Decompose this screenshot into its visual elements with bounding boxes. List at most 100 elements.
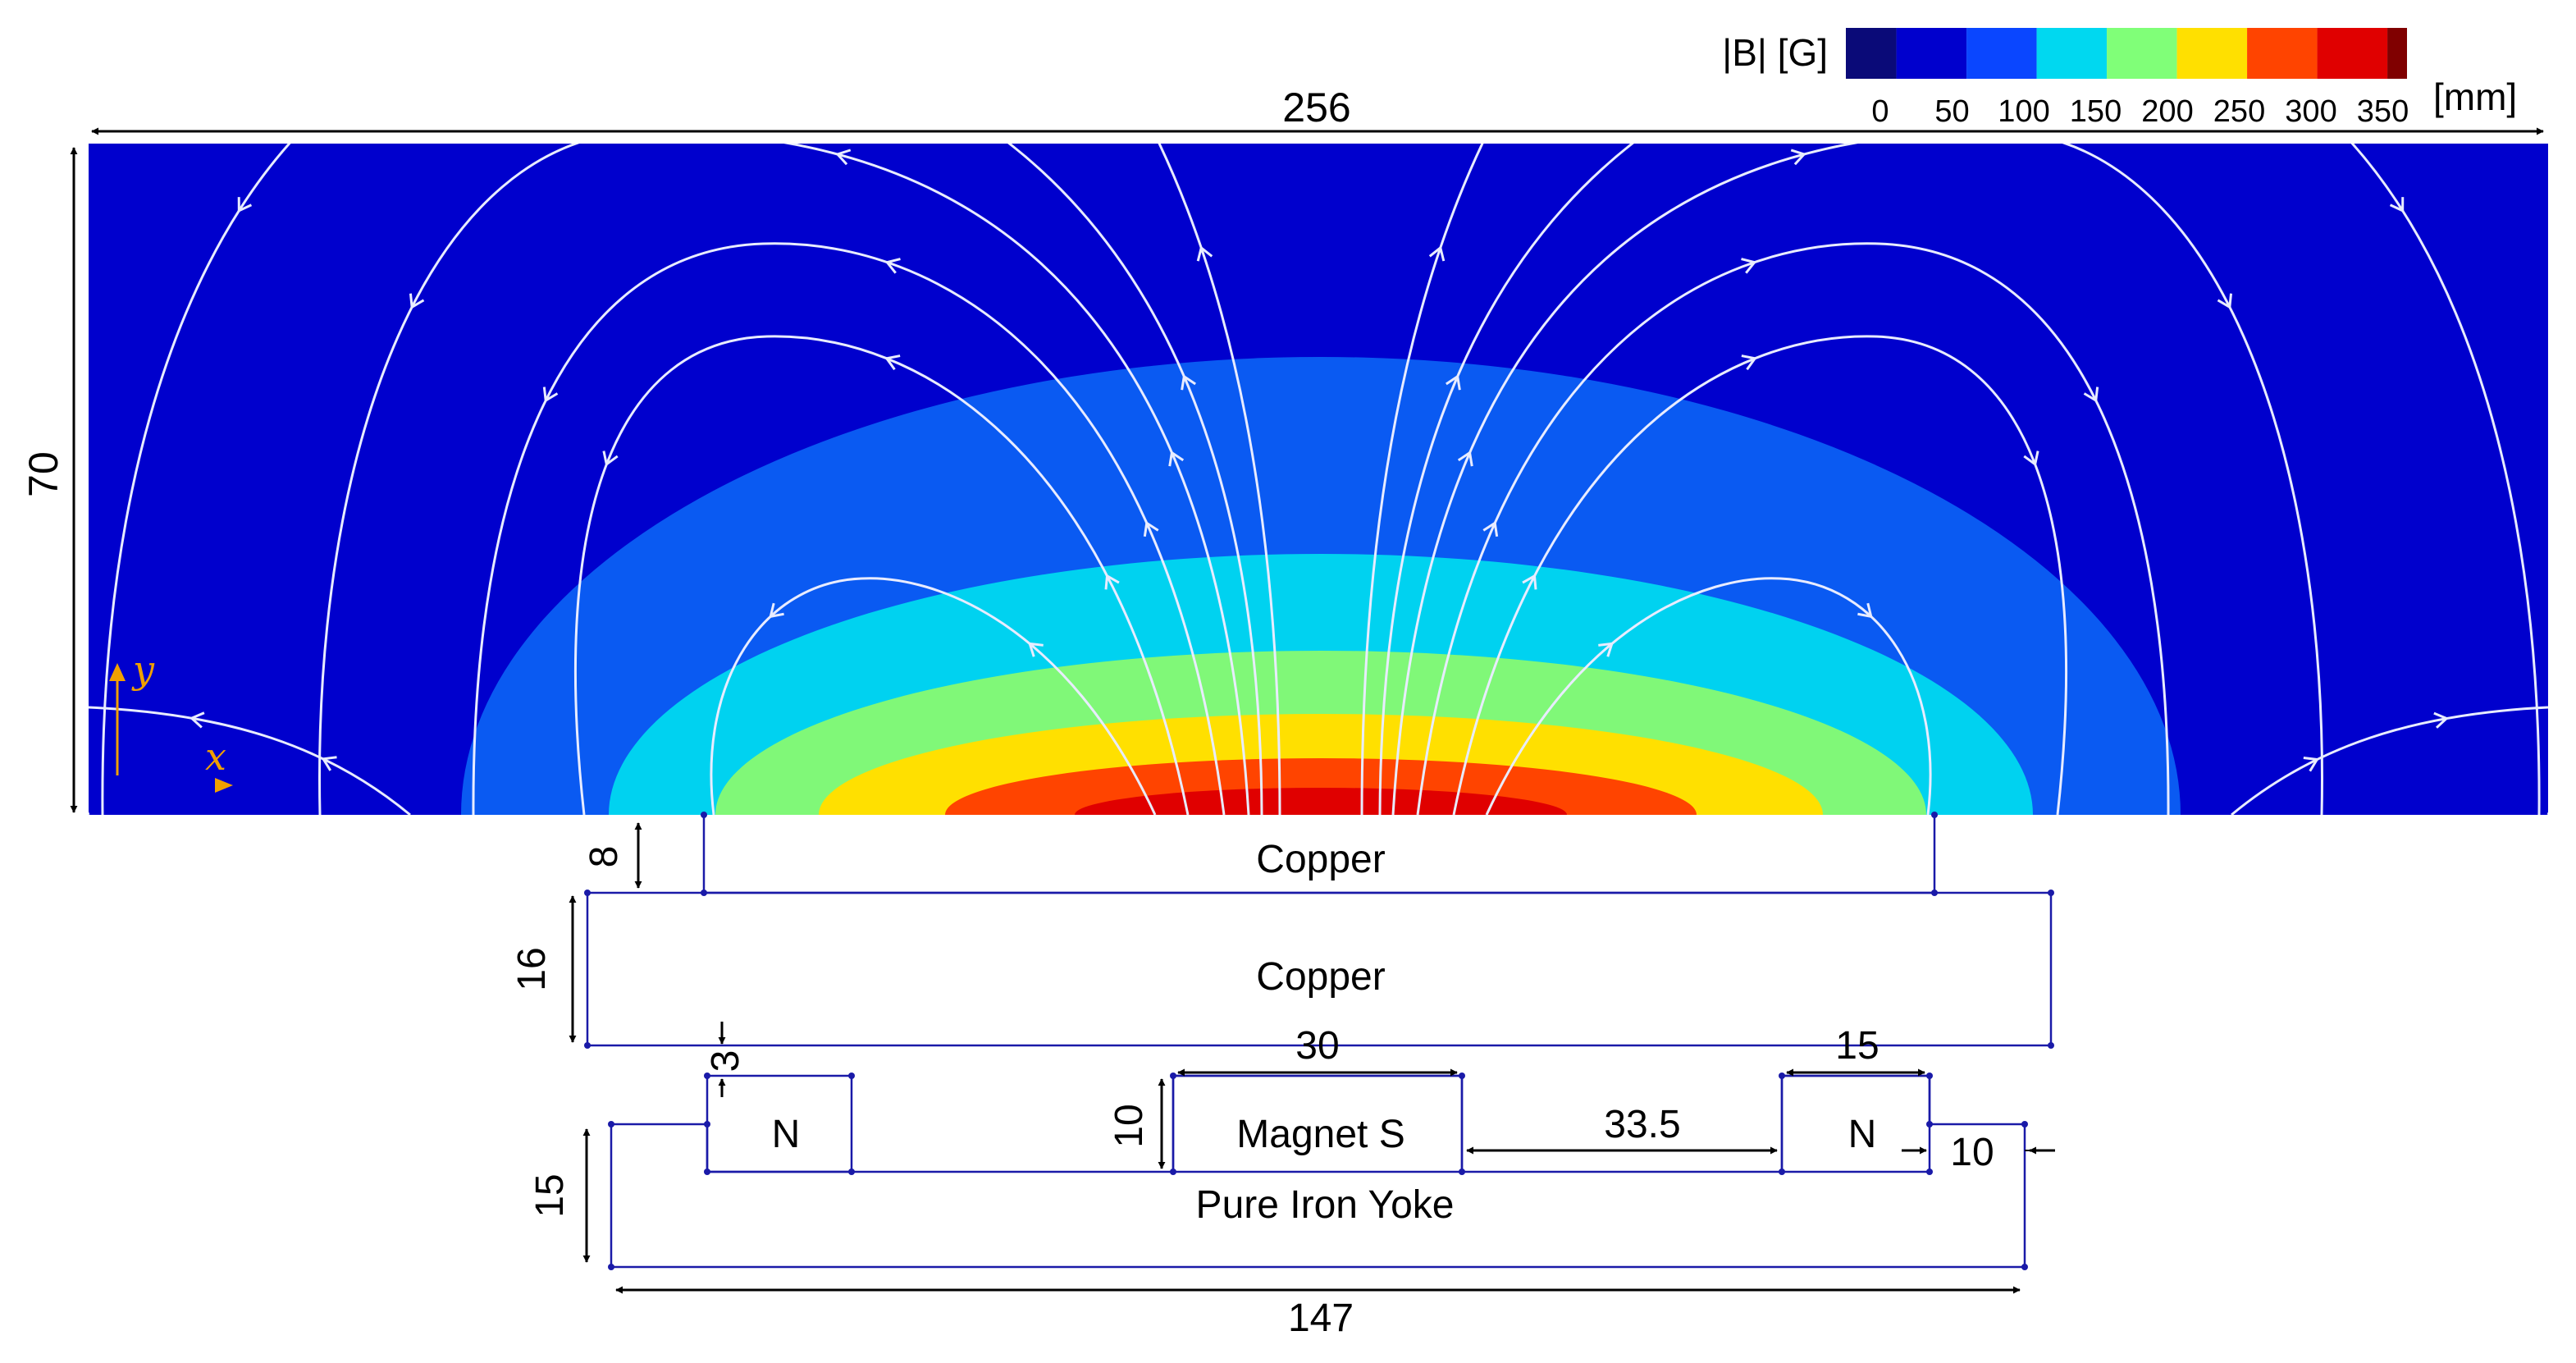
colorbar-swatch <box>1896 28 1967 79</box>
copper-bottom-label: Copper <box>1256 955 1385 999</box>
schematic-vertex <box>1779 1073 1785 1079</box>
colorbar-tick-label: 50 <box>1934 94 1969 129</box>
streamline <box>89 144 1281 815</box>
field-streamlines <box>89 144 2548 815</box>
streamline-arrow <box>321 756 337 771</box>
schematic-vertex <box>704 1121 710 1127</box>
schematic-vertex <box>584 1042 591 1049</box>
magnet-height-dimension: 10 <box>1108 1104 1151 1147</box>
streamline <box>573 335 1190 815</box>
colorbar-tick-label: 250 <box>2213 94 2265 129</box>
streamline-arrow <box>2023 451 2039 467</box>
schematic-vertex <box>704 1073 710 1079</box>
streamline-arrow <box>1168 451 1185 467</box>
colorbar-swatch <box>2317 28 2388 79</box>
streamline <box>1485 577 1932 815</box>
streamline <box>472 242 1226 815</box>
streamline-arrow <box>1181 374 1196 391</box>
colorbar-tick-label: 150 <box>2070 94 2122 129</box>
streamline-arrow <box>409 293 425 309</box>
schematic-vertex <box>1931 812 1938 818</box>
streamline-arrow <box>2217 293 2233 309</box>
streamline <box>101 144 1263 815</box>
schematic-vertex <box>701 812 707 818</box>
schematic-vertex <box>1459 1073 1465 1079</box>
streamline <box>1416 242 2170 815</box>
colorbar-swatch <box>2247 28 2318 79</box>
schematic-vertex <box>2021 1121 2028 1127</box>
streamline-arrow <box>542 386 559 403</box>
colorbar-title: |B| [G] <box>1722 31 1828 74</box>
streamline <box>1391 144 2323 815</box>
unit-label: [mm] <box>2433 75 2517 118</box>
colorbar-swatch <box>2176 28 2248 79</box>
streamline-arrow <box>1446 374 1461 391</box>
streamline-arrow <box>1741 354 1757 371</box>
streamline-arrow <box>602 451 619 467</box>
schematic-dimension-lines <box>569 822 2055 1294</box>
streamline-arrow <box>1104 574 1120 590</box>
streamline-arrow <box>1028 642 1044 657</box>
streamline <box>1378 144 2541 815</box>
streamline <box>1452 335 2068 815</box>
streamline-arrows <box>189 149 2449 772</box>
streamline-arrow <box>2433 711 2449 729</box>
streamline <box>318 144 1250 815</box>
colorbar-tick-label: 100 <box>1998 94 2049 129</box>
streamline-arrow <box>1741 258 1757 274</box>
schematic-vertex <box>1779 1169 1785 1175</box>
schematic-vertex <box>848 1073 855 1079</box>
yoke-height-dimension: 15 <box>528 1173 572 1217</box>
streamline-arrow <box>189 711 205 729</box>
colorbar-swatch <box>2387 28 2407 79</box>
schematic-vertex <box>1170 1169 1176 1175</box>
schematic-vertex <box>1459 1169 1465 1175</box>
field-band-350 <box>1075 788 1567 815</box>
colorbar-tick-label: 200 <box>2141 94 2193 129</box>
schematic-vertex <box>584 890 591 896</box>
copper-plate-thick <box>586 891 2053 1047</box>
schematic-vertex <box>1926 1121 1933 1127</box>
colorbar-swatch <box>1846 28 1897 79</box>
colorbar-tick-label: 350 <box>2357 94 2409 129</box>
field-dimension-lines <box>70 127 2544 813</box>
width-dimension-label: 256 <box>1282 85 1350 130</box>
copper-top-label: Copper <box>1256 838 1385 881</box>
colorbar-swatch <box>2036 28 2108 79</box>
pole-width-dimension: 15 <box>1835 1024 1879 1068</box>
streamline <box>1360 144 2548 815</box>
streamline-arrow <box>884 354 901 371</box>
streamline-arrow <box>1482 520 1499 537</box>
streamline-arrow <box>237 197 253 213</box>
schematic-vertex <box>608 1264 614 1270</box>
streamline-arrow <box>1457 451 1473 467</box>
streamline <box>710 577 1157 815</box>
streamline-arrow <box>1598 642 1614 657</box>
streamline <box>2231 706 2548 815</box>
magnet-spacing-dimension: 33.5 <box>1604 1103 1680 1146</box>
schematic-vertex <box>2048 1042 2054 1049</box>
schematic-vertex <box>1931 890 1938 896</box>
streamline-arrow <box>2389 197 2405 213</box>
axes-indicator: y x <box>109 647 233 793</box>
streamline-arrow <box>1857 602 1873 619</box>
schematic-vertices <box>584 812 2054 1270</box>
yoke-step-dimension: 10 <box>1950 1131 1994 1174</box>
streamline <box>89 706 411 815</box>
streamline-arrow <box>835 149 852 166</box>
streamline-arrow <box>884 258 901 274</box>
colorbar-swatch <box>2107 28 2177 79</box>
north-pole-left-label: N <box>772 1113 801 1156</box>
streamline-arrow <box>1790 149 1806 166</box>
yoke-label: Pure Iron Yoke <box>1196 1183 1455 1227</box>
north-pole-right-label: N <box>1848 1113 1877 1156</box>
schematic-vertex <box>1170 1073 1176 1079</box>
copper-thickness-dimension: 16 <box>510 947 554 990</box>
schematic-vertex <box>1926 1073 1933 1079</box>
schematic-vertex <box>2021 1264 2028 1270</box>
colorbar-swatches <box>1846 28 2407 79</box>
streamline-arrow <box>769 602 784 619</box>
gap-3-dimension: 3 <box>704 1050 747 1073</box>
